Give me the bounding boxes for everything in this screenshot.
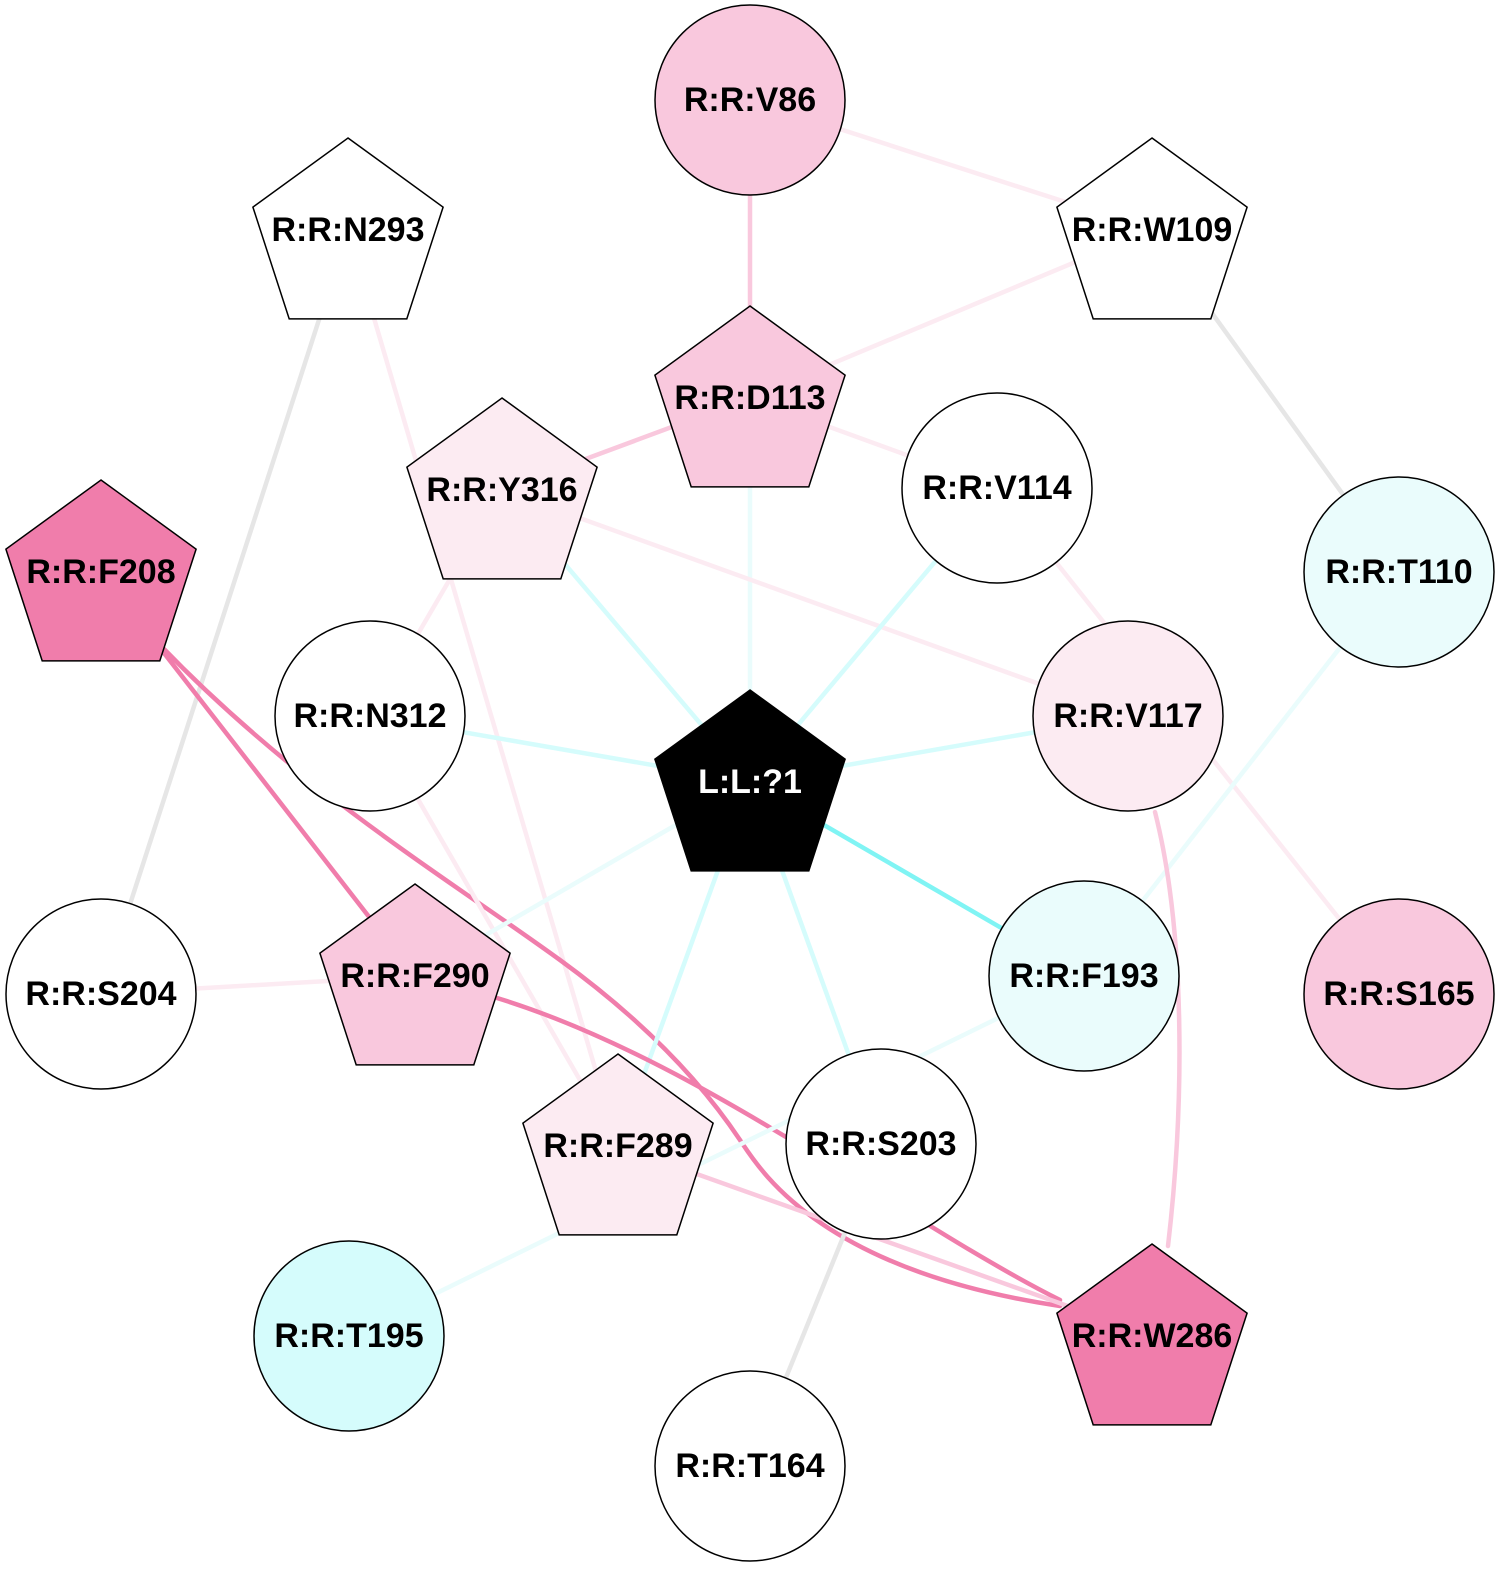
node-shape-n293 [252,137,444,320]
node-d113[interactable]: R:R:D113 [654,305,846,488]
node-shape-w286 [1056,1243,1248,1426]
node-shape-f289 [522,1053,714,1236]
node-w109[interactable]: R:R:W109 [1056,137,1248,320]
node-label-n312: R:R:N312 [293,697,446,735]
node-shape-w109 [1056,137,1248,320]
node-label-f290: R:R:F290 [340,957,489,995]
node-shape-t164 [654,1370,846,1562]
node-shape-f208 [5,479,197,662]
node-t110[interactable]: R:R:T110 [1303,476,1495,668]
node-v117[interactable]: R:R:V117 [1032,620,1224,812]
node-label-s204: R:R:S204 [25,975,176,1013]
node-s203[interactable]: R:R:S203 [785,1048,977,1240]
node-t164[interactable]: R:R:T164 [654,1370,846,1562]
edge-v117-w286 [1152,809,1182,1249]
node-shape-n312 [274,620,466,812]
node-shape-f290 [319,883,511,1066]
node-shape-f193 [988,880,1180,1072]
node-label-v117: R:R:V117 [1053,697,1202,735]
node-shape-s203 [785,1048,977,1240]
node-shape-y316 [406,397,598,580]
node-label-s165: R:R:S165 [1323,975,1474,1013]
node-s204[interactable]: R:R:S204 [5,898,197,1090]
node-t195[interactable]: R:R:T195 [253,1240,445,1432]
node-label-d113: R:R:D113 [674,379,825,417]
node-y316[interactable]: R:R:Y316 [406,397,598,580]
node-label-n293: R:R:N293 [271,211,424,249]
node-f289[interactable]: R:R:F289 [522,1053,714,1236]
node-s165[interactable]: R:R:S165 [1303,898,1495,1090]
node-shape-v114 [901,392,1093,584]
node-v114[interactable]: R:R:V114 [901,392,1093,584]
node-shape-v86 [654,4,846,196]
edge-n293-s204 [98,227,351,997]
edge-y316-v117 [499,487,1131,719]
node-label-l1: L:L:?1 [698,763,802,801]
node-label-t164: R:R:T164 [675,1447,824,1485]
node-label-f208: R:R:F208 [26,553,175,591]
node-v86[interactable]: R:R:V86 [654,4,846,196]
node-label-w109: R:R:W109 [1072,211,1233,249]
node-label-s203: R:R:S203 [805,1125,956,1163]
node-label-f193: R:R:F193 [1009,957,1158,995]
node-w286[interactable]: R:R:W286 [1056,1243,1248,1426]
node-label-f289: R:R:F289 [543,1127,692,1165]
node-n293[interactable]: R:R:N293 [252,137,444,320]
node-label-v86: R:R:V86 [684,81,816,119]
node-label-w286: R:R:W286 [1072,1317,1233,1355]
node-shape-s165 [1303,898,1495,1090]
node-shape-s204 [5,898,197,1090]
node-label-v114: R:R:V114 [922,469,1071,507]
edge-f289-w286 [615,1143,1155,1339]
node-shape-d113 [654,305,846,488]
node-l1[interactable]: L:L:?1 [654,689,846,872]
node-shape-l1 [654,689,846,872]
node-f193[interactable]: R:R:F193 [988,880,1180,1072]
node-label-y316: R:R:Y316 [426,471,577,509]
node-f290[interactable]: R:R:F290 [319,883,511,1066]
node-n312[interactable]: R:R:N312 [274,620,466,812]
edge-n293-f289 [345,227,621,1149]
edge-f193-t195 [346,973,1087,1339]
node-shape-t195 [253,1240,445,1432]
node-shape-v117 [1032,620,1224,812]
node-f208[interactable]: R:R:F208 [5,479,197,662]
node-shape-t110 [1303,476,1495,668]
node-label-t110: R:R:T110 [1325,553,1472,591]
node-label-t195: R:R:T195 [274,1317,423,1355]
